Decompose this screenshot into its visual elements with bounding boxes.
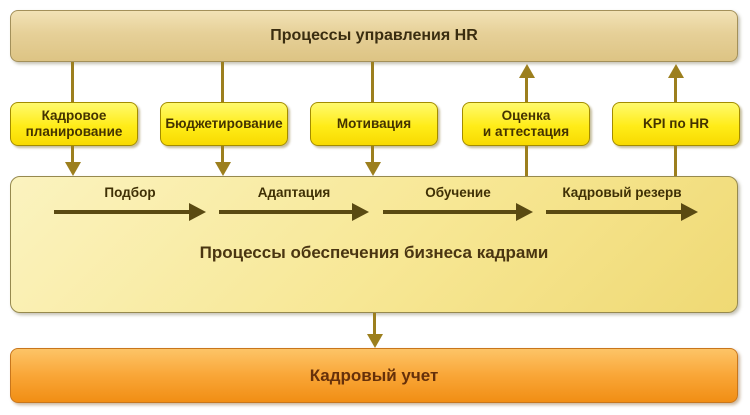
arrowhead-up-icon [668, 64, 684, 78]
function-box-label: Бюджетирование [165, 116, 283, 132]
flow-arrow-right-icon [54, 203, 206, 221]
arrowhead-down-icon [215, 162, 231, 176]
arrowhead-down-icon [65, 162, 81, 176]
function-box-assessment: Оценка и аттестация [462, 102, 590, 146]
flow-step-label: Адаптация [257, 185, 331, 200]
connector-line-down-1 [71, 62, 74, 102]
connector-line-down-3b [371, 146, 374, 164]
function-box-budgeting: Бюджетирование [160, 102, 288, 146]
middle-box-staffing-processes: Подбор Адаптация Обучение Кадровый резер… [10, 176, 738, 313]
flow-step-training: Обучение [383, 185, 533, 227]
top-bar-label: Процессы управления HR [270, 27, 478, 44]
flow-step-label: Подбор [104, 185, 156, 200]
flow-step-recruitment: Подбор [54, 185, 206, 227]
middle-box-title: Процессы обеспечения бизнеса кадрами [199, 243, 549, 262]
flow-arrow-right-icon [219, 203, 369, 221]
function-box-label: Кадровое планирование [25, 108, 123, 139]
bottom-bar-personnel-records: Кадровый учет [10, 348, 738, 403]
connector-line-down-2 [221, 62, 224, 102]
function-box-label: Мотивация [336, 116, 412, 132]
flow-step-label: Кадровый резерв [562, 185, 682, 200]
function-box-personnel-planning: Кадровое планирование [10, 102, 138, 146]
connector-line-down-2b [221, 146, 224, 164]
connector-line-down-3 [371, 62, 374, 102]
connector-line-down-1b [71, 146, 74, 164]
top-bar-hr-management: Процессы управления HR [10, 10, 738, 62]
arrowhead-down-icon [365, 162, 381, 176]
bottom-bar-label: Кадровый учет [309, 365, 439, 385]
flow-arrow-right-icon [546, 203, 698, 221]
function-box-label: Оценка и аттестация [482, 108, 570, 139]
function-box-kpi: KPI по HR [612, 102, 740, 146]
connector-line-up-5 [674, 78, 677, 102]
connector-line-up-4b [525, 146, 528, 176]
function-box-motivation: Мотивация [310, 102, 438, 146]
arrowhead-up-icon [519, 64, 535, 78]
flow-step-label: Обучение [425, 185, 491, 200]
flow-arrow-right-icon [383, 203, 533, 221]
connector-line-up-5b [674, 146, 677, 176]
connector-line-down-center [373, 313, 376, 336]
flow-step-talent-pool: Кадровый резерв [546, 185, 698, 227]
connector-line-up-4 [525, 78, 528, 102]
arrowhead-down-icon [367, 334, 383, 348]
flow-step-adaptation: Адаптация [219, 185, 369, 227]
function-box-label: KPI по HR [643, 116, 709, 132]
